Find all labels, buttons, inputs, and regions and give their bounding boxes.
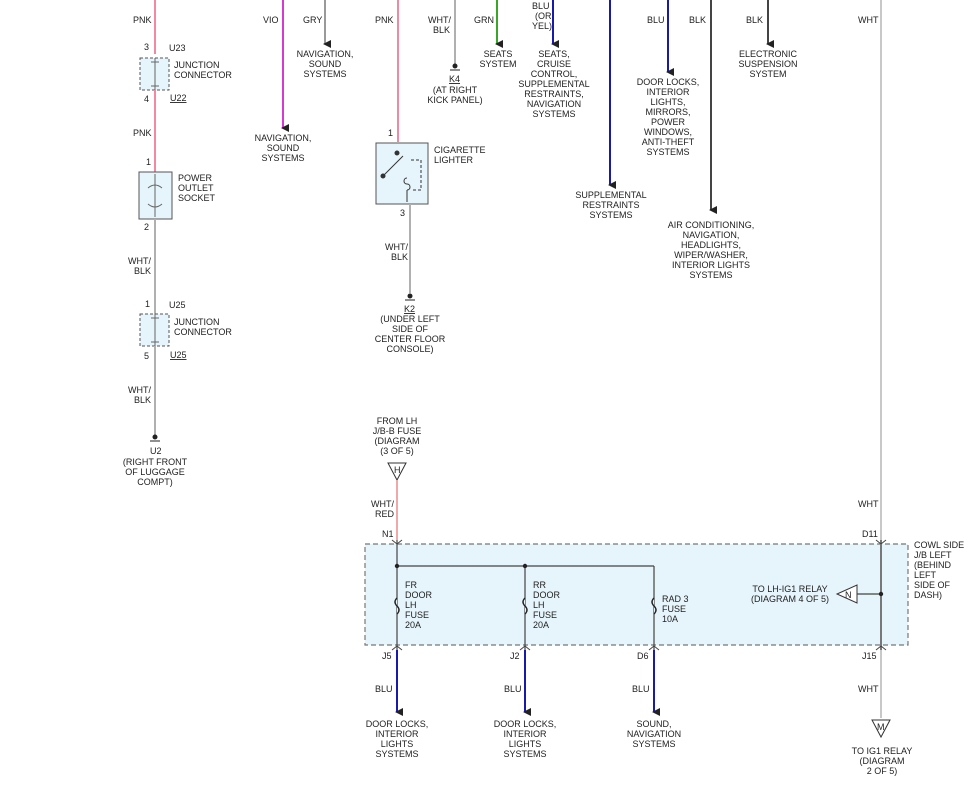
ground-id: K2: [404, 304, 415, 314]
wire-label: BLK: [746, 15, 763, 25]
pin-number: J2: [510, 651, 520, 661]
wire-label: PNK: [375, 15, 394, 25]
connector-n-symbol: N: [835, 584, 858, 604]
cowl-side-junction-block: [364, 543, 909, 646]
connector-id: U25: [169, 300, 186, 310]
connector-h-symbol: H: [387, 462, 407, 482]
wire-label: BLU: [504, 684, 522, 694]
wire-label: WHT: [858, 684, 879, 694]
lighter-symbol: [380, 150, 422, 202]
pin-number: 4: [144, 94, 149, 104]
pin-number: 1: [146, 157, 151, 167]
connector-m-label: M: [877, 722, 885, 732]
ground-id: U2: [150, 446, 162, 456]
fuse-symbol: [394, 597, 400, 615]
ground-symbol: [405, 293, 415, 301]
wire-label: BLU: [647, 15, 665, 25]
wire-label: BLU: [632, 684, 650, 694]
connector-m-symbol: M: [871, 719, 891, 739]
relay-junction: [878, 591, 884, 597]
connector-id: U23: [169, 43, 186, 53]
connector-ticks: [391, 539, 887, 651]
connector-n-label: N: [845, 590, 852, 600]
socket-symbol: [147, 174, 163, 217]
relay-label: TO LH-IG1 RELAY(DIAGRAM 4 OF 5): [751, 584, 829, 604]
wire-label: GRY: [303, 15, 322, 25]
wire-label: WHT: [858, 499, 879, 509]
bus-junction: [394, 563, 400, 569]
pin-number: 1: [145, 299, 150, 309]
wire-label: VIO: [263, 15, 279, 25]
wire-label: BLK: [689, 15, 706, 25]
pin-number: 3: [144, 42, 149, 52]
connector-bridge: [151, 58, 159, 90]
wire-label: BLU: [375, 684, 393, 694]
wire-label: GRN: [474, 15, 494, 25]
connector-id: U25: [170, 350, 187, 360]
wire-label: WHT/BLK: [128, 256, 151, 276]
destination-label: AIR CONDITIONING,NAVIGATION,HEADLIGHTS,W…: [668, 220, 755, 280]
pin-number: D6: [637, 651, 649, 661]
pin-number: N1: [382, 529, 394, 539]
connector-id: U22: [170, 93, 187, 103]
cigarette-lighter: [375, 142, 429, 205]
pin-number: 1: [388, 128, 393, 138]
pin-number: J15: [862, 651, 877, 661]
wire-label: WHT/BLK: [128, 385, 151, 405]
bus-junction: [522, 563, 528, 569]
wire-label: WHT: [858, 15, 879, 25]
wire-label: WHT/BLK: [385, 242, 408, 262]
wire-label: PNK: [133, 128, 152, 138]
ground-symbol: [450, 63, 460, 71]
pin-number: 5: [144, 351, 149, 361]
wire-label: PNK: [133, 15, 152, 25]
ground-id: K4: [449, 74, 460, 84]
fuse-symbol: [522, 597, 528, 615]
connector-bridge: [151, 314, 159, 346]
wire-label: WHT/BLK: [428, 15, 451, 35]
pin-number: J5: [382, 651, 392, 661]
wire-label: WHT/RED: [371, 499, 395, 519]
ground-symbol: [150, 434, 160, 442]
pin-number: 3: [400, 208, 405, 218]
fuse-symbol: [651, 597, 657, 615]
pin-number: 2: [144, 222, 149, 232]
connector-h-label: H: [394, 465, 401, 475]
pin-number: D11: [862, 529, 878, 539]
